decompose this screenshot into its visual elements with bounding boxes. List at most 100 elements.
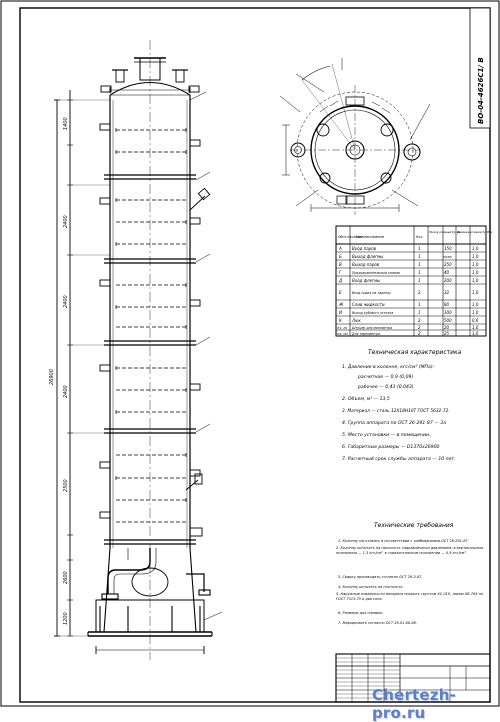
dimension-label: 2400 [63,215,69,228]
table-header-qty: Кол. [416,235,423,239]
plan-nozzle [380,123,394,137]
overall-height-label: 26900 [49,369,55,385]
tech-requirements-item: 6. Размеры для справок. [338,611,383,615]
table-header-pn: Давление условное Pу, МПа [456,231,493,234]
table-row-mark: А [338,246,342,251]
watermark-logo: Chertezh-pro.ru [372,686,457,722]
tech-requirements-title: Технические требования [374,522,454,529]
tech-characteristics-item: 7. Расчетный срок службы аппарата — 10 л… [342,456,456,462]
table-row-dn: 32 [444,290,450,295]
table-row-name: Выход кубового остатка [352,311,393,315]
nozzle-table [335,225,487,337]
table-row-qty: 1 [418,262,421,267]
table-row-pn: 1,0 [472,290,479,295]
tech-characteristics-item: рабочее — 0,43 (0,043) [357,384,414,390]
table-row-qty: 2 [418,331,421,336]
dimension-labels: 26900 1400 2400 2400 2400 2500 2600 1200 [49,117,69,625]
table-row-dn: 50/80 [443,255,452,259]
tech-requirements-item: 7. Маркировать согласно ОСТ 26-01-66-86. [338,621,417,625]
tech-characteristics-item: 1. Давление в колонне, кгс/см² (МПа): [342,364,435,370]
table-row-qty: 1 [418,254,421,259]
tech-characteristics-item: 4. Группа аппарата по ОСТ 26-291-87 — 3а [342,420,446,426]
tech-requirements-item: 3. Сварку производить согласно ОСТ 26-3-… [338,575,423,579]
table-row-mark: Л1, Л2 [336,326,347,330]
plan-nozzle [290,142,306,158]
table-row-name: Для термометра [351,332,380,336]
table-row-pn: 1,0 [472,278,479,283]
table-row-mark: Ж [338,302,344,307]
table-row-qty: 2 [418,318,421,323]
table-row-pn: 1,0 [472,310,479,315]
dimension-label: 1400 [63,117,69,130]
tech-characteristics-item: расчетное — 0,9 (0,09) [357,374,413,380]
table-row-pn: 1,0 [472,270,479,275]
table-row-qty: 1 [418,302,421,307]
table-header-mark: Обоз-начение [338,235,361,239]
table-row-pn: 1,0 [472,325,479,330]
tech-requirements-item: 1. Колонну изготовить в соответствии с т… [338,539,469,543]
table-row-qty: 1 [418,310,421,315]
corner-stamp-text: ВО-04-4626С1/ В [477,57,485,124]
table-row-mark: Г [339,270,342,275]
sheet-inner-frame [19,7,491,703]
dimension-label: 2500 [63,479,69,492]
tech-characteristics: Техническая характеристика 1. Давление в… [342,349,462,462]
table-row-qty: 1 [418,246,421,251]
dimension-label: 2400 [63,385,69,398]
table-row-mark: Е [339,290,342,295]
table-row-dn: 100 [444,310,452,315]
dimension-label: 2400 [63,295,69,308]
table-row-qty: 2 [418,325,421,330]
table-row-mark: М1, М2 [337,332,348,336]
table-row-qty: 1 [418,278,421,283]
table-row-pn: 1,0 [472,302,479,307]
table-row-pn: 1,0 [472,331,479,336]
table-row-pn: 1,0 [472,246,479,251]
table-row-name: Штуцер для манометра [352,326,392,330]
table-row-mark: И [339,310,342,315]
side-nozzles-left [99,123,111,519]
table-row-name: Предохранительный клапан [352,271,400,275]
plan-nozzle [316,123,330,137]
table-row-dn: 250 [444,262,452,267]
corner-stamp: ВО-04-4626С1/ В [469,7,491,129]
nozzle-table-text: Обоз-начение Наименование Кол. Проход ус… [336,231,493,336]
table-row-pn: 0,6 [472,318,479,323]
tech-characteristics-item: 5. Место установки — в помещении. [342,432,431,438]
table-row-name: Вход флегмы [352,278,380,283]
tech-characteristics-title: Техническая характеристика [368,349,462,356]
sheet-outer-border [0,0,500,707]
table-row-dn: 200 [444,278,452,283]
dimension-label: 1200 [63,612,69,625]
side-nozzles-right [189,139,211,537]
table-row-pn: 1,0 [472,254,479,259]
dimension-label: 2600 [63,571,69,584]
tech-characteristics-item: 2. Объем, м³ — 13,5 [342,396,390,402]
table-row-dn: 20 [444,325,450,330]
table-row-mark: В [339,262,342,267]
plan-nozzle [380,172,392,184]
table-row-name: Люк [351,318,361,323]
table-row-dn: 150 [444,246,452,251]
table-header-name: Наименование [356,235,385,239]
table-row-name: Слив жидкости [352,302,385,307]
shell-flanges [104,174,196,545]
plan-nozzle [403,143,421,161]
table-row-dn: 80 [444,302,450,307]
table-row-mark: Б [339,254,342,259]
table-row-name: Выход флегмы [352,254,383,259]
title-block [335,653,491,703]
table-row-qty: 1 [418,270,421,275]
table-row-name: Вход паров [352,246,377,251]
trays [115,128,187,523]
table-row-name: Выход паров [352,262,380,267]
tech-requirements-item: 2. Колонну испытать на прочность гидравл… [336,546,484,555]
table-row-qty: 2 [418,290,421,295]
table-row-dn: 40 [444,270,450,275]
tech-characteristics-item: 6. Габаритные размеры — D1370х26900 [342,444,440,450]
tech-requirements: Технические требования 1. Колонну изгото… [336,522,484,625]
table-row-dn: 25 [444,331,450,336]
tech-characteristics-item: 3. Материал — сталь 12Х18Н10Т ГОСТ 5632-… [342,408,450,414]
tech-requirements-item: 5. Наружные поверхности аппарата покрыть… [336,592,484,601]
table-row-dn: 500 [444,318,452,323]
